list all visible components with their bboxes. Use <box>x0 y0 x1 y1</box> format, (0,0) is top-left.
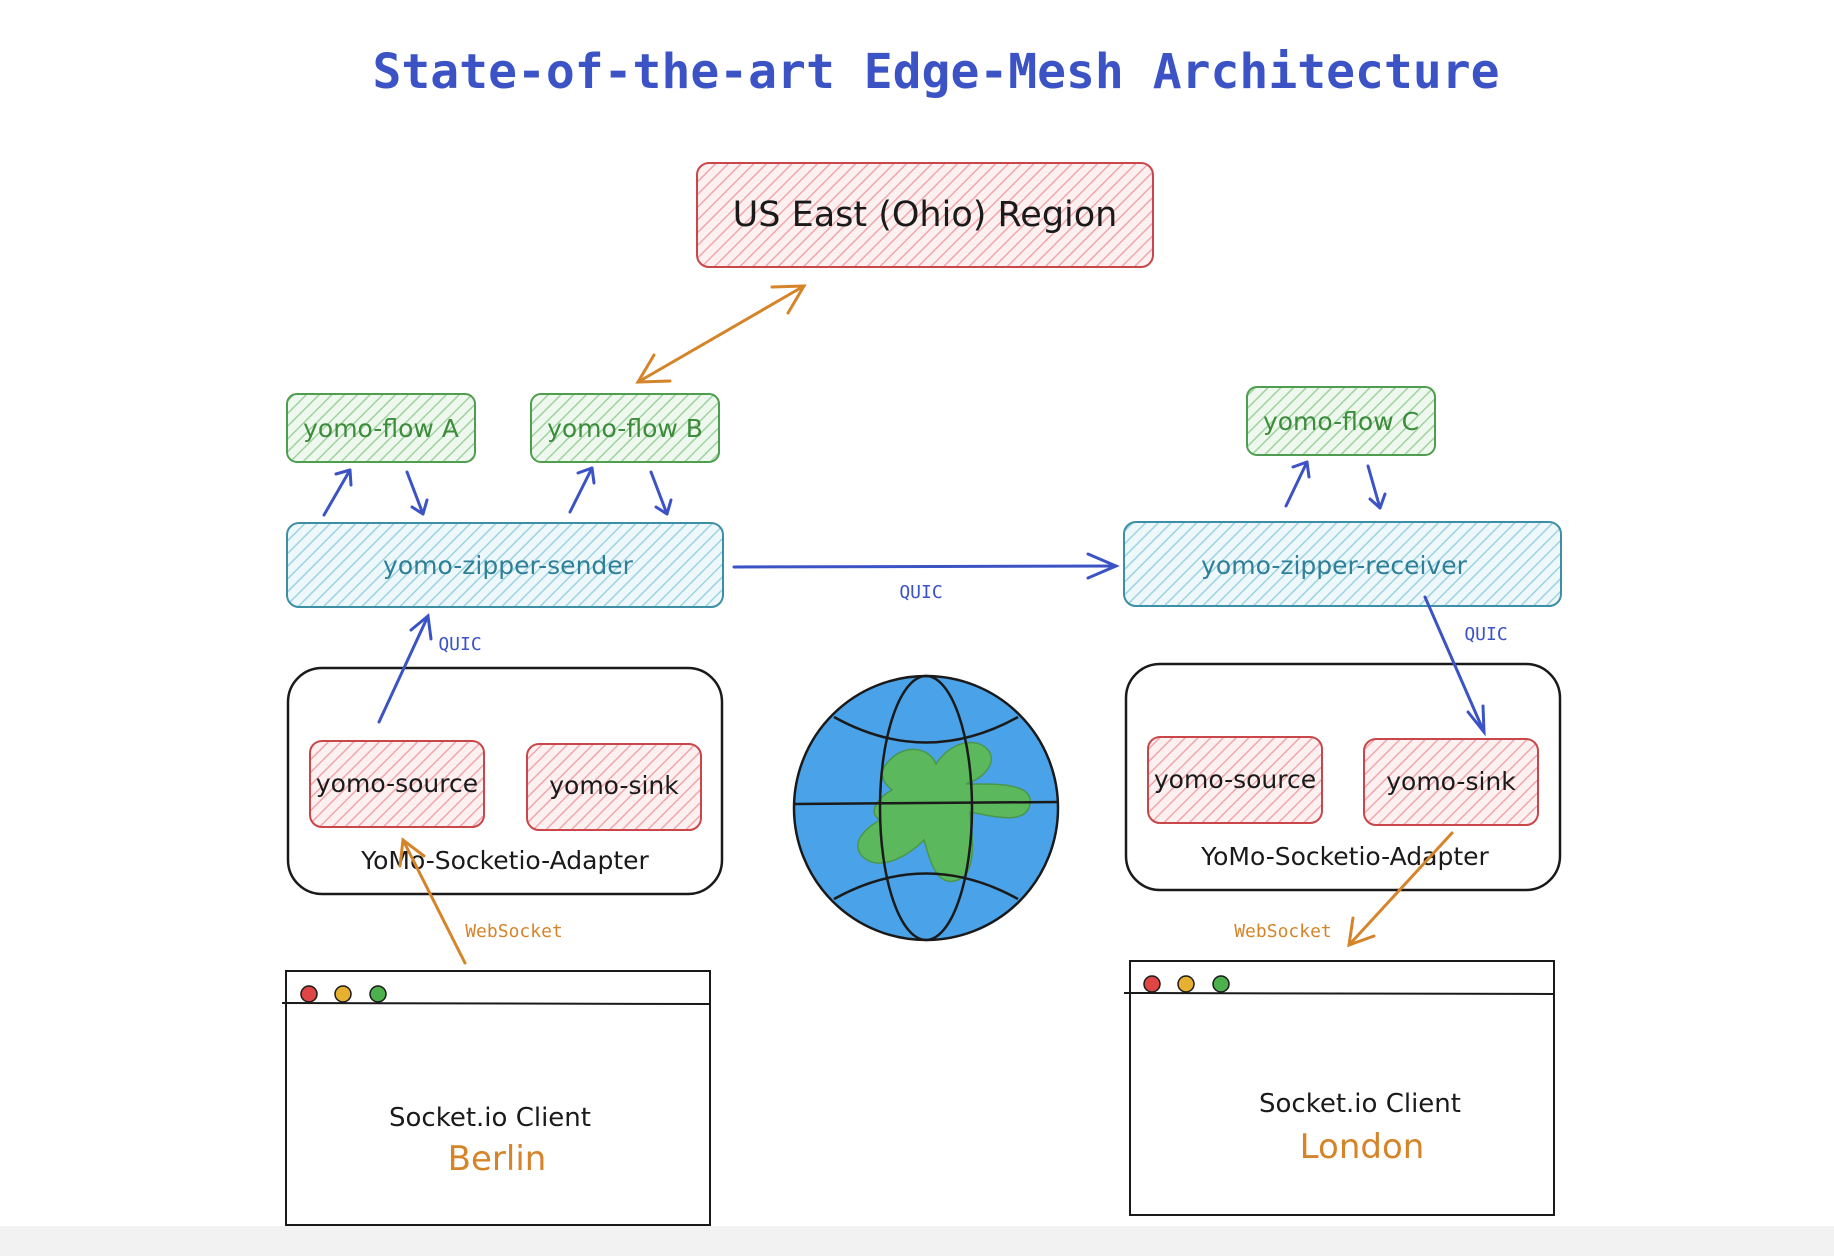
quic-left-label: QUIC <box>438 634 481 655</box>
quic-left-arrow <box>377 613 433 724</box>
left-adapter: yomo-source yomo-sink YoMo-Socketio-Adap… <box>286 666 724 896</box>
right-sink-box: yomo-sink <box>1363 738 1539 826</box>
left-source-box: yomo-source <box>309 740 485 828</box>
right-client-label: Socket.io Client <box>1259 1089 1461 1119</box>
globe-icon <box>792 674 1060 942</box>
zipper-receiver-box: yomo-zipper-receiver <box>1123 521 1562 607</box>
left-maximize-dot <box>369 985 387 1003</box>
flow-a-box: yomo-flow A <box>286 393 476 463</box>
flow-a-label: yomo-flow A <box>303 414 459 443</box>
left-close-dot <box>300 985 318 1003</box>
flow-c-box: yomo-flow C <box>1246 386 1436 456</box>
flow-c-label: yomo-flow C <box>1263 407 1419 436</box>
right-adapter-label: YoMo-Socketio-Adapter <box>1200 842 1489 871</box>
right-close-dot <box>1143 975 1161 993</box>
websocket-left-label: WebSocket <box>465 921 563 942</box>
quic-center-label: QUIC <box>899 582 942 603</box>
websocket-right-arrow <box>1347 831 1454 948</box>
websocket-left-arrow <box>398 837 467 965</box>
right-source-box: yomo-source <box>1147 736 1323 824</box>
flow-b-label: yomo-flow B <box>547 414 703 443</box>
zipper-sender-label: yomo-zipper-sender <box>383 551 634 580</box>
left-client-label: Socket.io Client <box>389 1103 591 1133</box>
flow-arrows <box>322 460 1387 517</box>
right-client-city: London <box>1300 1127 1425 1167</box>
right-sink-label: yomo-sink <box>1386 767 1516 796</box>
websocket-right-label: WebSocket <box>1234 921 1332 942</box>
quic-mesh-arrow <box>732 552 1120 580</box>
region-flow-b-arrow <box>635 284 807 384</box>
left-sink-label: yomo-sink <box>549 771 679 800</box>
bottom-bar <box>0 1226 1834 1256</box>
left-client-city: Berlin <box>448 1139 547 1179</box>
left-sink-box: yomo-sink <box>526 743 702 831</box>
left-minimize-dot <box>334 985 352 1003</box>
zipper-sender-box: yomo-zipper-sender <box>286 522 724 608</box>
left-adapter-label: YoMo-Socketio-Adapter <box>360 846 649 875</box>
right-client-window: Socket.io Client London <box>1123 960 1555 1216</box>
right-source-label: yomo-source <box>1154 765 1316 794</box>
left-client-window: Socket.io Client Berlin <box>281 970 711 1226</box>
diagram-title: State-of-the-art Edge-Mesh Architecture <box>372 44 1499 100</box>
right-adapter: yomo-source yomo-sink YoMo-Socketio-Adap… <box>1124 662 1562 892</box>
flow-b-box: yomo-flow B <box>530 393 720 463</box>
left-source-label: yomo-source <box>316 769 478 798</box>
region-label: US East (Ohio) Region <box>733 195 1118 235</box>
right-minimize-dot <box>1177 975 1195 993</box>
quic-right-label: QUIC <box>1464 624 1507 645</box>
zipper-receiver-label: yomo-zipper-receiver <box>1201 551 1467 580</box>
quic-right-arrow <box>1423 595 1486 737</box>
right-maximize-dot <box>1212 975 1230 993</box>
region-box: US East (Ohio) Region <box>696 162 1154 268</box>
